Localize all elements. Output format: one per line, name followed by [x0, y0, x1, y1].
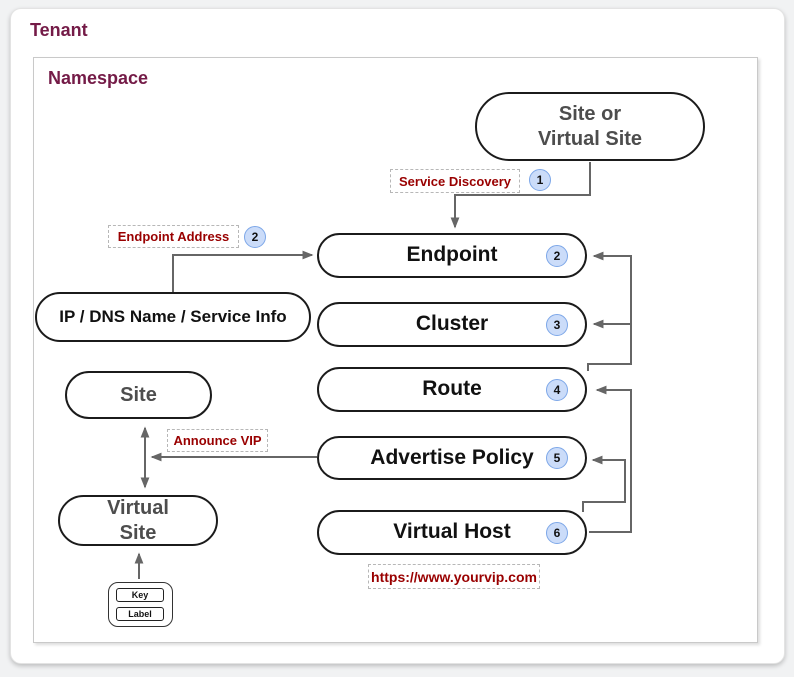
connector-sitevs-to-endpoint — [450, 162, 591, 229]
connector-route-to-endpoint — [587, 251, 632, 371]
node-site: Site — [65, 371, 212, 419]
node-cluster: Cluster 3 — [317, 302, 587, 347]
node-route-label: Route — [422, 377, 482, 401]
legend-label-text: Label — [128, 609, 152, 619]
annotation-endpoint-address-label: Endpoint Address — [117, 229, 230, 244]
annotation-endpoint-address: Endpoint Address — [108, 225, 239, 248]
legend-label-chip: Label — [116, 607, 164, 621]
node-site-or-virtual-site: Site or Virtual Site — [475, 92, 705, 161]
annotation-endpoint-address-badge: 2 — [244, 226, 266, 248]
node-advertise-policy-badge: 5 — [546, 447, 568, 469]
legend-key-chip: Key — [116, 588, 164, 602]
node-route: Route 4 — [317, 367, 587, 412]
connector-ipdns-to-endpoint — [172, 250, 314, 292]
annotation-vip-url: https://www.yourvip.com — [368, 564, 540, 589]
node-advertise-policy-label: Advertise Policy — [370, 445, 534, 469]
node-virtual-site: Virtual Site — [58, 495, 218, 546]
node-virtual-host: Virtual Host 6 — [317, 510, 587, 555]
node-site-or-virtual-site-label: Site or Virtual Site — [537, 102, 643, 150]
annotation-service-discovery-badge: 1 — [529, 169, 551, 191]
node-virtual-host-label: Virtual Host — [393, 520, 511, 544]
node-virtual-host-badge: 6 — [546, 521, 568, 544]
node-ip-dns-service-info: IP / DNS Name / Service Info — [35, 292, 311, 342]
annotation-service-discovery: Service Discovery — [390, 169, 520, 193]
node-endpoint-label: Endpoint — [406, 243, 498, 267]
node-advertise-policy: Advertise Policy 5 — [317, 436, 587, 480]
namespace-title: Namespace — [48, 68, 149, 88]
node-site-label: Site — [120, 383, 157, 406]
key-label-legend: Key Label — [108, 582, 173, 627]
annotation-announce-vip-label: Announce VIP — [173, 433, 262, 448]
tenant-title: Tenant — [30, 20, 88, 40]
connector-virtualhost-to-advertise-policy — [582, 455, 626, 512]
node-endpoint: Endpoint 2 — [317, 233, 587, 278]
annotation-service-discovery-label: Service Discovery — [398, 173, 512, 189]
node-ip-dns-service-info-label: IP / DNS Name / Service Info — [59, 307, 287, 327]
node-cluster-badge: 3 — [546, 313, 568, 336]
connector-virtualhost-to-route — [589, 385, 632, 533]
node-cluster-label: Cluster — [415, 312, 489, 336]
legend-key-text: Key — [131, 590, 149, 600]
node-virtual-site-label: Virtual Site — [107, 496, 169, 544]
node-route-badge: 4 — [546, 378, 568, 401]
annotation-vip-url-label: https://www.yourvip.com — [371, 568, 537, 585]
annotation-announce-vip: Announce VIP — [167, 429, 268, 452]
node-endpoint-badge: 2 — [546, 244, 568, 267]
